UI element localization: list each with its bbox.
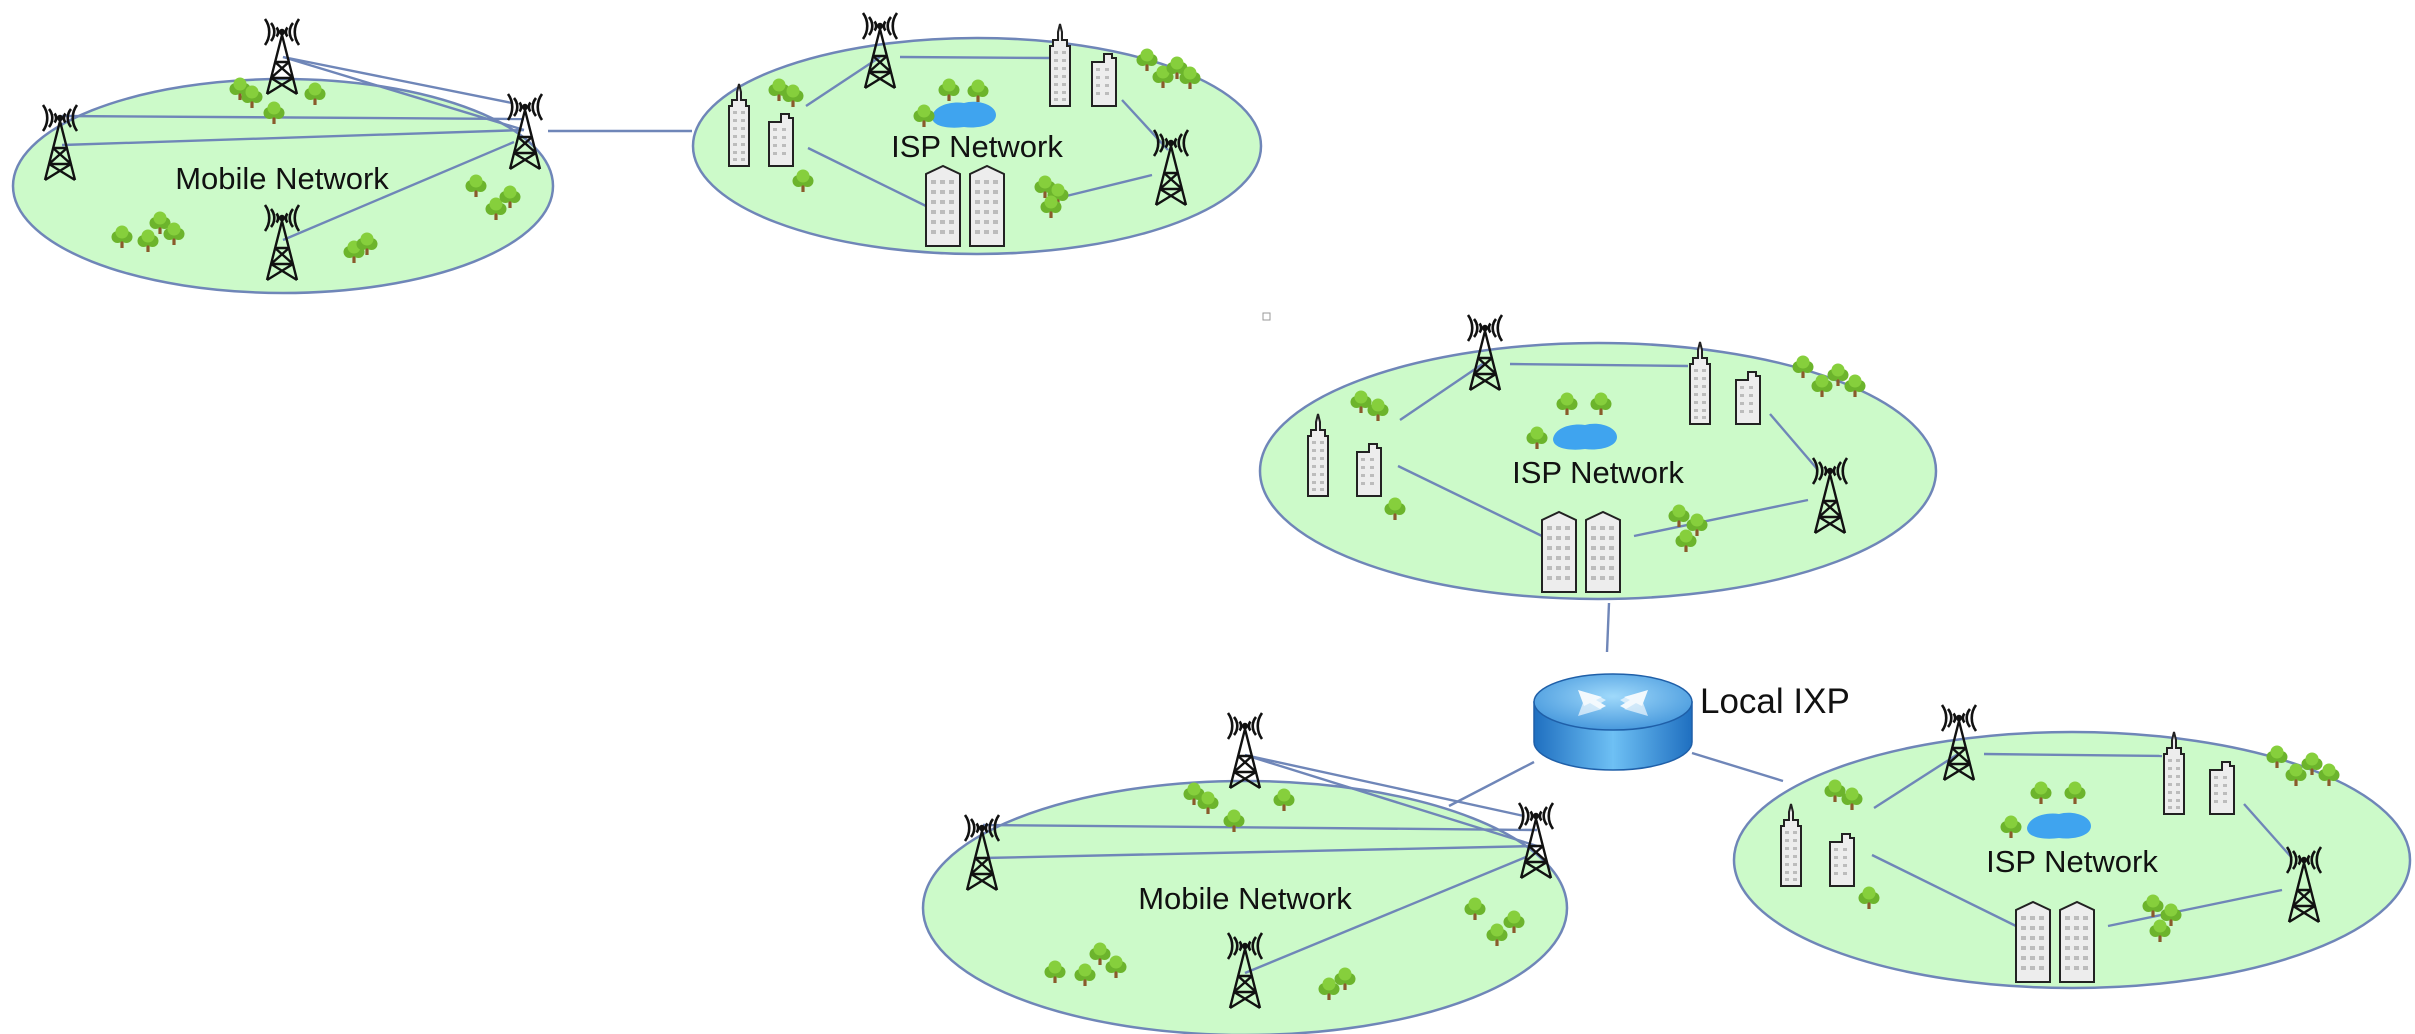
network-cloud [1258,341,1938,601]
mobile-network-top: Mobile Network [11,17,555,295]
local-ixp: Local IXP [1533,673,1850,771]
network-links [61,55,525,242]
network-links [805,55,1169,208]
mobile-network-bottom: Mobile Network [921,711,1569,1034]
network-cloud [691,36,1263,256]
inter-network-links [548,129,1784,808]
building-icon [1735,371,1761,425]
building-icon [1356,443,1382,497]
network-links [982,753,1538,975]
network-label: Mobile Network [175,161,389,196]
building-icon [1829,833,1855,887]
building-icon [1091,53,1117,107]
cell-tower-icon [1226,711,1264,790]
link-isp-mid-ixp [1605,602,1611,653]
network-links [1397,362,1819,538]
network-label: ISP Network [1512,455,1684,490]
link-mobile-bottom-ixp [1448,760,1535,808]
building-icon [768,113,794,167]
building-icon [2209,761,2235,815]
network-links [1871,752,2293,928]
ixp-label: Local IXP [1700,682,1850,721]
router-icon [1533,673,1693,771]
building-icon [1049,23,1071,107]
isp-network-top: ISP Network [691,11,1263,256]
isp-network-bottom: ISP Network [1732,703,2412,990]
network-cloud [1732,730,2412,990]
isp-network-middle: ISP Network [1258,313,1938,601]
network-label: ISP Network [1986,844,2158,879]
handle-marker [1262,312,1271,321]
network-label: ISP Network [891,129,1063,164]
link-ixp-isp-bottom [1691,751,1784,783]
network-label: Mobile Network [1138,881,1352,916]
